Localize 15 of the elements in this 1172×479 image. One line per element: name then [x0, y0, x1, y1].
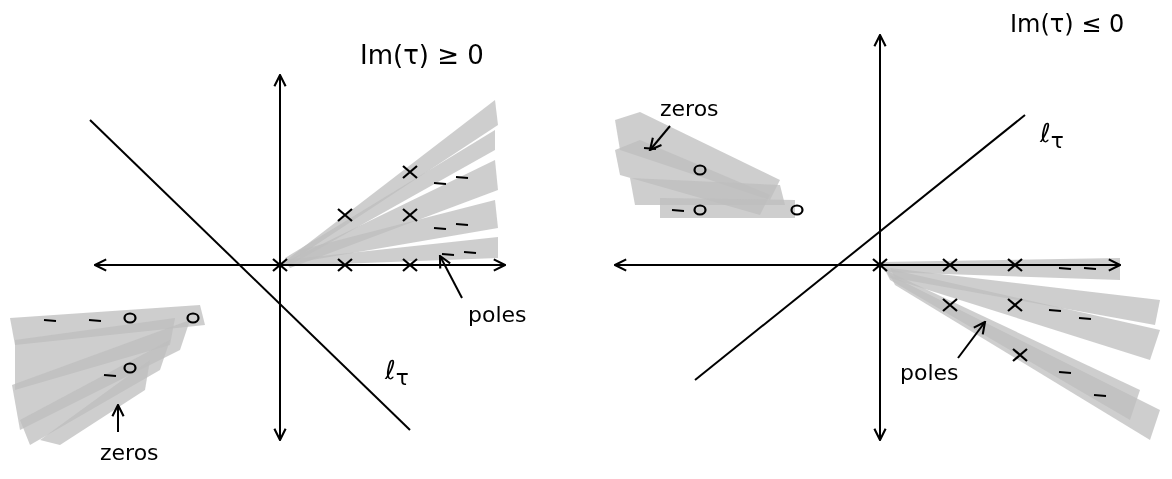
shaded-region — [280, 100, 498, 268]
line-label: ℓ$_{τ}$ — [385, 355, 409, 391]
shaded-region — [880, 258, 1160, 440]
annotation-text: poles — [900, 360, 959, 385]
leader-arrow — [648, 125, 671, 152]
annotation-text: poles — [468, 302, 527, 327]
region-label: Im(τ) ≤ 0 — [1010, 10, 1125, 38]
shaded-region — [10, 305, 205, 445]
line-label: ℓ$_{τ}$ — [1040, 118, 1064, 154]
leader-arrow — [957, 320, 987, 359]
leader-arrow — [111, 403, 125, 433]
leader-arrow — [438, 254, 463, 299]
region-label: Im(τ) ≥ 0 — [360, 40, 484, 70]
annotation-text: zeros — [660, 96, 719, 121]
annotation-text: zeros — [100, 440, 159, 465]
